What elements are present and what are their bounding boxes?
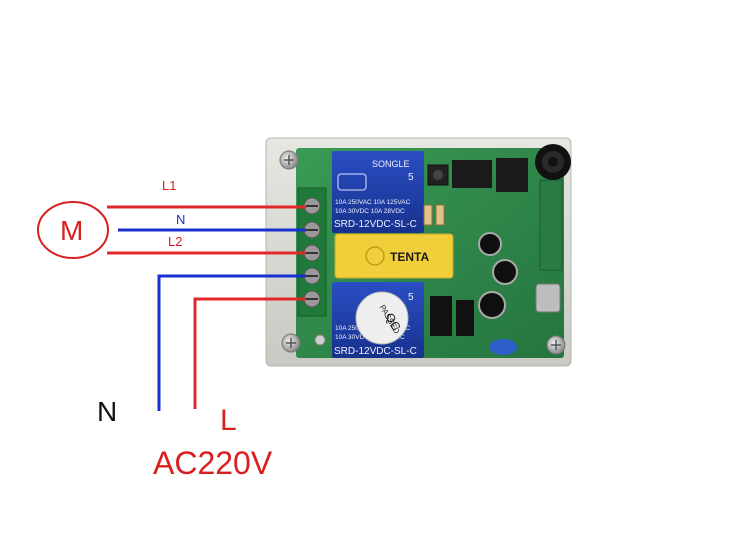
crystal [535,283,561,313]
ic-chip [452,160,492,188]
header-pins [456,300,474,336]
resistor [435,204,445,226]
relay-top-spec-2: 10A 30VDC 10A 28VDC [335,208,405,215]
terminal-screw-icon [303,221,321,239]
relay-top: SONGLE 5 10A 250VAC 10A 125VAC 10A 30VDC… [332,151,424,233]
motor-circle [37,201,109,259]
terminal-screw-icon [303,267,321,285]
relay-top-spec-1: 10A 250VAC 10A 125VAC [335,199,411,206]
wire-l-supply [193,297,306,409]
label-n: N [176,212,185,227]
terminal-screw-icon [303,197,321,215]
screw-icon [281,333,301,353]
label-l1: L1 [162,178,176,193]
motor-label: M [60,215,83,246]
wires [107,205,306,411]
motor-symbol: M [37,201,109,259]
screw-icon [279,150,299,170]
capacitor-text: TENTA [390,250,429,264]
supply-voltage-label: AC220V [153,445,273,481]
terminal-screw-icon [303,290,321,308]
mounting-lug [314,334,326,346]
relay-top-model: SRD-12VDC-SL-C [334,219,417,230]
electrolytic-capacitor [478,291,506,319]
wire-n-supply [157,274,306,411]
blue-capacitor [489,339,517,355]
electrolytic-capacitor [492,259,518,285]
rf-module [539,179,563,271]
electrolytic-capacitor [478,232,502,256]
relay-top-pins: 5 [408,172,414,183]
receiver-board: SONGLE 5 10A 250VAC 10A 125VAC 10A 30VDC… [265,137,572,367]
supply-live-label: L [220,404,237,437]
label-l2: L2 [168,234,182,249]
x2-capacitor: TENTA [334,233,454,279]
supply-neutral-label: N [97,396,117,427]
resistor [423,204,433,226]
qc-sticker: QC PASSED [355,291,409,345]
ic-chip [496,158,528,192]
terminal-screw-icon [303,244,321,262]
screw-icon [546,335,566,355]
antenna-coil-icon [535,144,571,180]
relay-bottom-pins: 5 [408,292,414,303]
relay-bottom-model: SRD-12VDC-SL-C [334,346,417,357]
relay-top-brand: SONGLE [372,159,410,169]
header-pins [430,296,452,336]
